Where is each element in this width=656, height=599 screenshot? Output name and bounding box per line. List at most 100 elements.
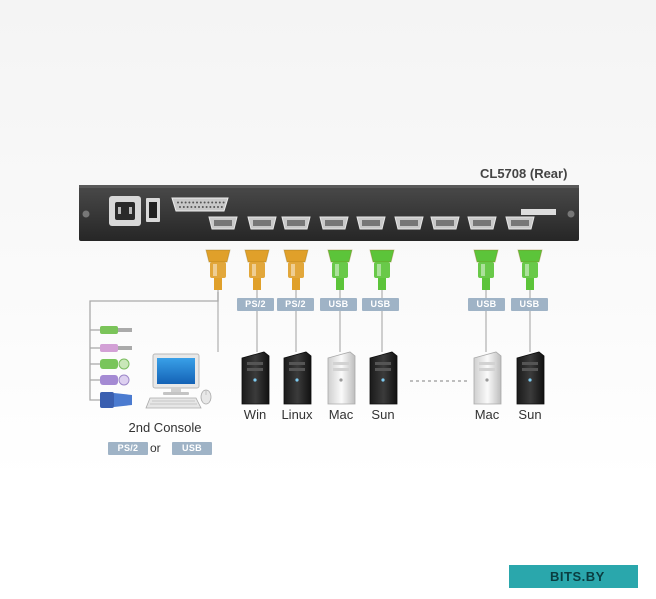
computer-label: Linux <box>281 407 313 422</box>
db25-pin <box>205 206 208 208</box>
drive-bay <box>479 362 495 365</box>
black-tower-pc-icon <box>369 351 398 405</box>
db25-pin <box>215 201 217 204</box>
drive-bay <box>522 368 538 371</box>
black-tower-pc-icon <box>516 351 545 405</box>
kvm-cable-connector-icon <box>473 249 499 352</box>
tower-body <box>241 351 270 405</box>
interface-tag: USB <box>362 298 399 311</box>
interface-tag: USB <box>320 298 357 311</box>
computer-group <box>241 351 545 405</box>
drive-bay <box>247 368 263 371</box>
ps2-purple-plug-icon <box>100 374 130 386</box>
cable-head <box>205 249 231 263</box>
pc-port-row <box>208 216 535 230</box>
black-tower-pc-icon <box>241 351 270 405</box>
cable-neck <box>336 278 344 290</box>
pc-port-icon <box>467 216 497 230</box>
cable-body <box>210 262 226 278</box>
ps2-green-plug-icon <box>100 358 130 370</box>
screw-icon <box>82 210 90 218</box>
pc-port-pins <box>473 220 491 226</box>
db25-pin <box>207 201 210 204</box>
db25-pin <box>186 206 189 208</box>
console-ps2-tag: PS/2 <box>108 442 148 455</box>
cable-body <box>374 262 390 278</box>
tower-body <box>369 351 398 405</box>
interface-tag: USB <box>511 298 548 311</box>
interface-tag: USB <box>468 298 505 311</box>
pc-port-icon <box>356 216 386 230</box>
power-light <box>381 378 385 382</box>
console-port-icon <box>171 197 229 212</box>
tower-body <box>283 351 312 405</box>
power-light <box>253 378 257 382</box>
db25-pin <box>201 206 204 208</box>
pc-port-pins <box>400 220 418 226</box>
cable-head <box>517 249 543 263</box>
cable-neck <box>253 278 261 290</box>
cable-body <box>288 262 304 278</box>
computer-label: Sun <box>518 407 542 422</box>
pc-port-icon <box>505 216 535 230</box>
cable-body <box>478 262 494 278</box>
cable-neck <box>482 278 490 290</box>
cable-head <box>369 249 395 263</box>
pc-port-icon <box>281 216 311 230</box>
db25-pin <box>194 206 197 208</box>
pc-port-icon <box>430 216 460 230</box>
drive-bay <box>247 362 263 365</box>
kvm-cable-connector-icon <box>517 249 543 352</box>
cable-highlight <box>525 264 529 276</box>
monitor-icon <box>152 353 200 395</box>
pc-port-icon <box>319 216 349 230</box>
db25-pin <box>211 201 214 204</box>
second-console-wiring <box>89 292 219 401</box>
console-connector-plugs <box>100 326 132 408</box>
db25-pin <box>198 206 200 208</box>
db25-pin <box>220 206 223 208</box>
computer-label: Win <box>243 407 267 422</box>
cable-neck <box>292 278 300 290</box>
db25-pin <box>177 201 179 204</box>
drive-bay <box>375 368 391 371</box>
drive-bay <box>375 362 391 365</box>
power-light <box>485 378 489 382</box>
db25-pin <box>209 206 212 208</box>
white-tower-pc-icon <box>327 351 356 405</box>
device-title: CL5708 (Rear) <box>480 166 568 181</box>
pc-port-pins <box>325 220 343 226</box>
tower-body <box>516 351 545 405</box>
pc-port-pins <box>362 220 380 226</box>
power-light <box>339 378 343 382</box>
pc-port-icon <box>394 216 424 230</box>
db25-pin <box>188 201 191 204</box>
screw-icon <box>567 210 575 218</box>
cable-head <box>327 249 353 263</box>
interface-tag: PS/2 <box>277 298 314 311</box>
cable-neck <box>214 278 222 290</box>
db25-pin <box>190 206 193 208</box>
computer-label: Mac <box>474 407 500 422</box>
db25-pin <box>218 201 221 204</box>
pc-port-icon <box>208 216 238 230</box>
cable-head <box>473 249 499 263</box>
black-tower-pc-icon <box>283 351 312 405</box>
watermark-badge: BITS.BY <box>509 565 638 588</box>
cable-highlight <box>377 264 381 276</box>
watermark-text: BITS.BY <box>550 569 605 584</box>
cable-neck <box>378 278 386 290</box>
cable-head <box>283 249 309 263</box>
second-console-title: 2nd Console <box>128 420 202 435</box>
db25-pin <box>184 201 187 204</box>
audio-pink-plug-icon <box>100 344 132 352</box>
cable-body <box>522 262 538 278</box>
db25-pin <box>199 201 202 204</box>
console-usb-tag: USB <box>172 442 212 455</box>
cable-highlight <box>213 264 217 276</box>
drive-bay <box>289 368 305 371</box>
pc-port-icon <box>247 216 277 230</box>
mouse-icon <box>200 389 212 405</box>
pc-port-pins <box>287 220 305 226</box>
audio-green-plug-icon <box>100 326 132 334</box>
